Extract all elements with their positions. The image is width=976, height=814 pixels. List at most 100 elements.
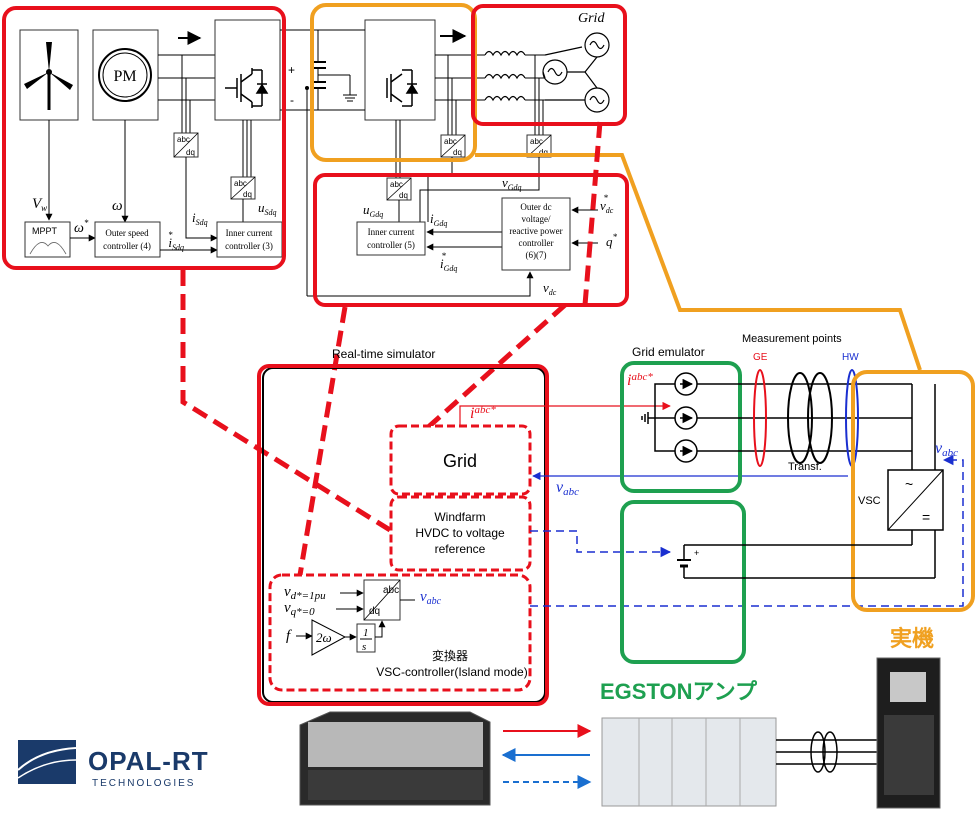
opal-rt-logo: OPAL-RT TECHNOLOGIES <box>17 740 209 789</box>
svg-text:reactive power: reactive power <box>509 226 562 236</box>
gain-block <box>311 619 347 656</box>
grid-inductors <box>484 50 526 102</box>
transf-label: Transf. <box>788 461 822 473</box>
dc-reference-line <box>530 530 672 558</box>
vsc-controller-block <box>268 573 532 692</box>
svg-text:Inner current: Inner current <box>368 227 415 237</box>
generator-side-converter <box>214 19 281 121</box>
svg-text:+: + <box>694 548 699 558</box>
svg-text:Inner current: Inner current <box>226 228 273 238</box>
svg-text:dq: dq <box>453 148 462 157</box>
svg-text:~: ~ <box>905 476 913 492</box>
opal-rt-sub: TECHNOLOGIES <box>92 778 195 789</box>
hardware-frame <box>851 370 975 612</box>
mppt-curve-icon <box>29 242 67 255</box>
f-label: f <box>286 628 292 644</box>
vq-ref-label: vq*=0 <box>284 600 315 618</box>
integrator-block <box>356 623 376 653</box>
svg-text:abc: abc <box>444 137 457 146</box>
dc-source-icon <box>677 530 936 579</box>
svg-text:voltage/: voltage/ <box>522 214 551 224</box>
svg-text:abc: abc <box>530 137 543 146</box>
svg-text:MPPT: MPPT <box>32 226 58 236</box>
svg-text:dq: dq <box>186 148 195 157</box>
svg-text:=: = <box>922 509 930 525</box>
jikki-label: 実機 <box>890 626 934 651</box>
isdq-label: iSdq <box>192 210 208 227</box>
vgdq-label: vGdq <box>502 175 522 192</box>
windfarm-block <box>389 495 532 572</box>
grid-frame <box>471 4 627 126</box>
svg-text:abc: abc <box>383 585 399 596</box>
grid-emulator: Grid emulator iabc* Measurement points <box>620 333 975 664</box>
svg-text:dq: dq <box>369 606 380 617</box>
svg-text:controller (5): controller (5) <box>367 240 415 250</box>
hardware-row: OPAL-RT TECHNOLOGIES EGSTONアンプ <box>17 626 941 809</box>
vsc-label: VSC <box>858 495 881 507</box>
grid-controller-frame <box>313 173 629 307</box>
simulator-title: Real-time simulator <box>332 347 435 361</box>
vd-ref-label: vd*=1pu <box>284 584 326 602</box>
svg-text:HVDC to voltage: HVDC to voltage <box>415 526 505 540</box>
omega-star-label: ω* <box>74 218 89 236</box>
power-cable-lines <box>776 731 880 773</box>
emulator-dc-frame <box>620 500 746 664</box>
real-time-simulator: Real-time simulator Grid Windfarm HVDC t… <box>257 347 549 706</box>
generator-side-diagram: PM abc dq <box>19 19 283 258</box>
converter-jp-label: 変換器 <box>432 648 468 663</box>
svg-text:abc: abc <box>390 180 403 189</box>
egston-label: EGSTONアンプ <box>600 679 758 704</box>
svg-text:dq: dq <box>243 190 252 199</box>
hw-label: HW <box>842 352 859 363</box>
svg-text:s: s <box>362 641 366 653</box>
real-machine-image <box>876 657 941 809</box>
vdc-label: vdc <box>543 280 557 297</box>
svg-text:2ω: 2ω <box>316 630 332 645</box>
inner-current-controller-gen <box>216 221 283 258</box>
svg-text:1: 1 <box>363 627 369 639</box>
igdq-label: iGdq <box>430 211 447 228</box>
pm-label: PM <box>113 68 136 85</box>
emulator-title: Grid emulator <box>632 345 705 359</box>
ge-measurement-icon <box>753 369 767 467</box>
generator-side-frame <box>2 6 286 270</box>
grid-side-converter <box>364 19 436 121</box>
vabc-output-label: vabc <box>420 589 442 607</box>
igbt-icon <box>386 69 419 107</box>
grid-label-top: Grid <box>578 11 605 26</box>
igbt-icon <box>225 68 269 108</box>
svg-text:Outer speed: Outer speed <box>105 228 149 238</box>
grid-side-converter-diagram: abc dq abc dq <box>307 11 618 297</box>
dc-link: + - <box>280 29 357 296</box>
transformer-icon <box>787 372 813 464</box>
svg-text:Windfarm: Windfarm <box>434 510 485 524</box>
svg-text:Outer dc: Outer dc <box>520 202 551 212</box>
svg-text:dq: dq <box>539 148 548 157</box>
egston-amplifier-image <box>601 717 777 807</box>
red-dashed-links <box>180 121 603 576</box>
vw-label: Vw <box>32 196 47 213</box>
svg-text:controller: controller <box>519 238 554 248</box>
outer-speed-controller <box>94 221 161 258</box>
svg-text:dq: dq <box>399 191 408 200</box>
svg-text:+: + <box>288 63 295 77</box>
svg-text:abc: abc <box>177 135 190 144</box>
svg-text:controller (4): controller (4) <box>103 241 151 251</box>
vabc-reference-line <box>530 454 964 607</box>
current-source-icons <box>641 372 698 463</box>
omega-label: ω <box>112 198 123 214</box>
grid-block-label: Grid <box>443 451 477 471</box>
opal-simulator-hardware-image <box>299 711 491 806</box>
orange-link-line <box>475 153 922 371</box>
svg-text:abc: abc <box>234 179 247 188</box>
vabc-hw-label: vabc <box>935 440 958 459</box>
vsc-controller-caption: VSC-controller(Island mode) <box>376 665 527 679</box>
inner-current-controller-grid <box>356 221 426 256</box>
ac-source-icons <box>542 32 610 113</box>
svg-text:-: - <box>290 93 294 107</box>
svg-text:controller (3): controller (3) <box>225 241 273 251</box>
ge-label: GE <box>753 352 768 363</box>
svg-text:reference: reference <box>435 542 486 556</box>
mppt-block <box>24 221 71 258</box>
opal-rt-name: OPAL-RT <box>88 746 209 776</box>
